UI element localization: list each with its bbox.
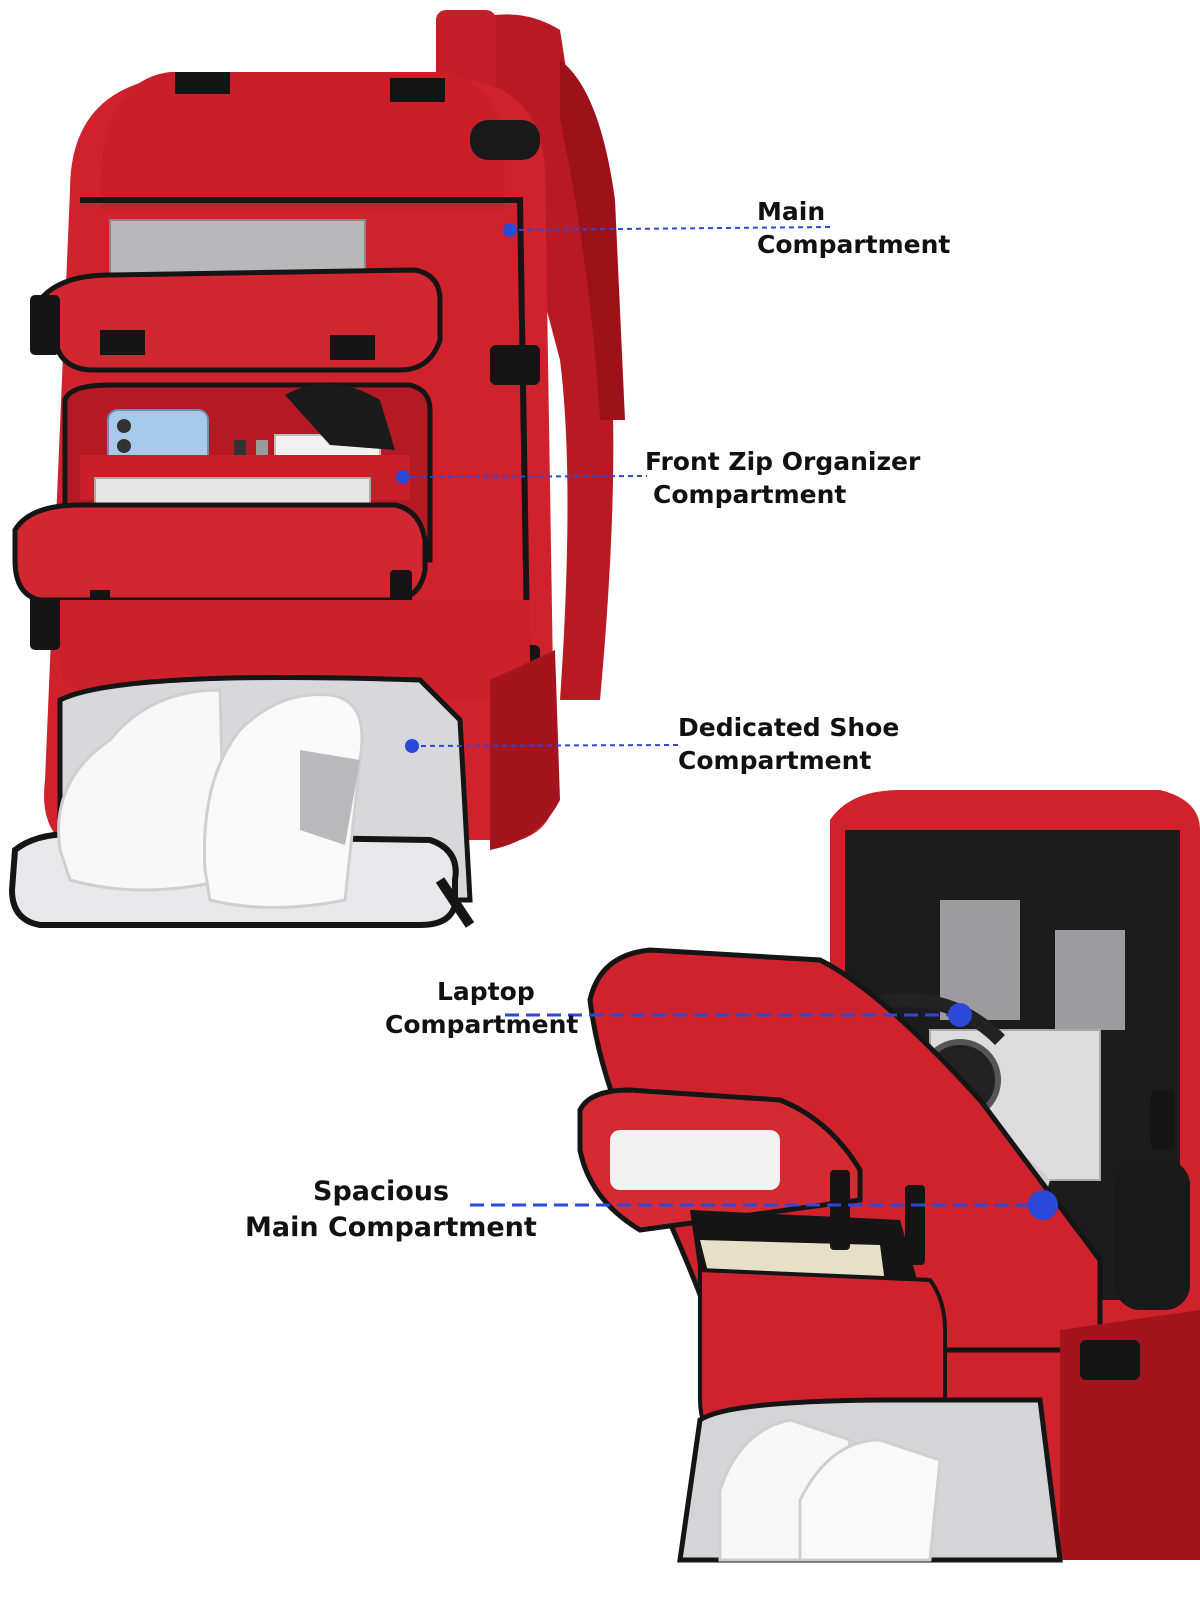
top-handle xyxy=(436,10,496,90)
phone-camera-icon xyxy=(117,439,131,453)
side-buckle xyxy=(30,590,60,650)
top-lid xyxy=(100,72,505,210)
water-bottle xyxy=(470,120,540,160)
lid-strap xyxy=(175,72,230,94)
water-bottle xyxy=(1115,1160,1190,1310)
side-buckle xyxy=(490,345,540,385)
callout-dot-front-zip xyxy=(396,470,410,484)
sneaker xyxy=(202,692,364,909)
lower-pocket-flap xyxy=(12,502,428,603)
backpack-open-view xyxy=(577,790,1200,1563)
laptop-sleeve xyxy=(940,900,1020,1020)
glasses-case xyxy=(285,383,395,450)
phone-camera-icon xyxy=(117,419,131,433)
flap-loop xyxy=(100,330,145,355)
side-buckle xyxy=(30,295,60,355)
zipper-pull xyxy=(435,877,475,928)
lid-strap xyxy=(390,78,445,102)
zipper-pull xyxy=(830,1170,850,1250)
backpack-front-view xyxy=(8,10,625,928)
callout-label-front-zip: Front Zip Organizer Compartment xyxy=(645,447,921,509)
sneaker xyxy=(798,1438,942,1562)
sneaker-heel-panel xyxy=(300,750,360,845)
sneaker xyxy=(57,688,227,892)
callout-markers xyxy=(396,223,1058,1220)
notebook xyxy=(610,1130,780,1190)
callout-label-main: Main Compartment xyxy=(757,197,951,259)
lower-panel xyxy=(60,600,530,700)
usb-port-icon xyxy=(1150,1090,1175,1150)
side-buckle xyxy=(1080,1340,1140,1380)
callout-line-front-zip xyxy=(402,475,648,478)
side-mesh-pocket xyxy=(490,650,560,850)
callout-dot-main xyxy=(503,223,517,237)
callout-dot-laptop xyxy=(948,1003,972,1027)
callout-label-shoe: Dedicated Shoe Compartment xyxy=(678,713,900,775)
flap-loop xyxy=(330,335,375,360)
callout-dot-spacious xyxy=(1028,1190,1058,1220)
mesh-strap-padding xyxy=(560,60,625,420)
laptop-sleeve xyxy=(1055,930,1125,1030)
callout-label-laptop: Laptop Compartment xyxy=(385,977,579,1039)
callout-dot-shoe xyxy=(405,739,419,753)
zipper-pull xyxy=(905,1185,925,1265)
callout-label-spacious: Spacious Main Compartment xyxy=(245,1176,537,1243)
